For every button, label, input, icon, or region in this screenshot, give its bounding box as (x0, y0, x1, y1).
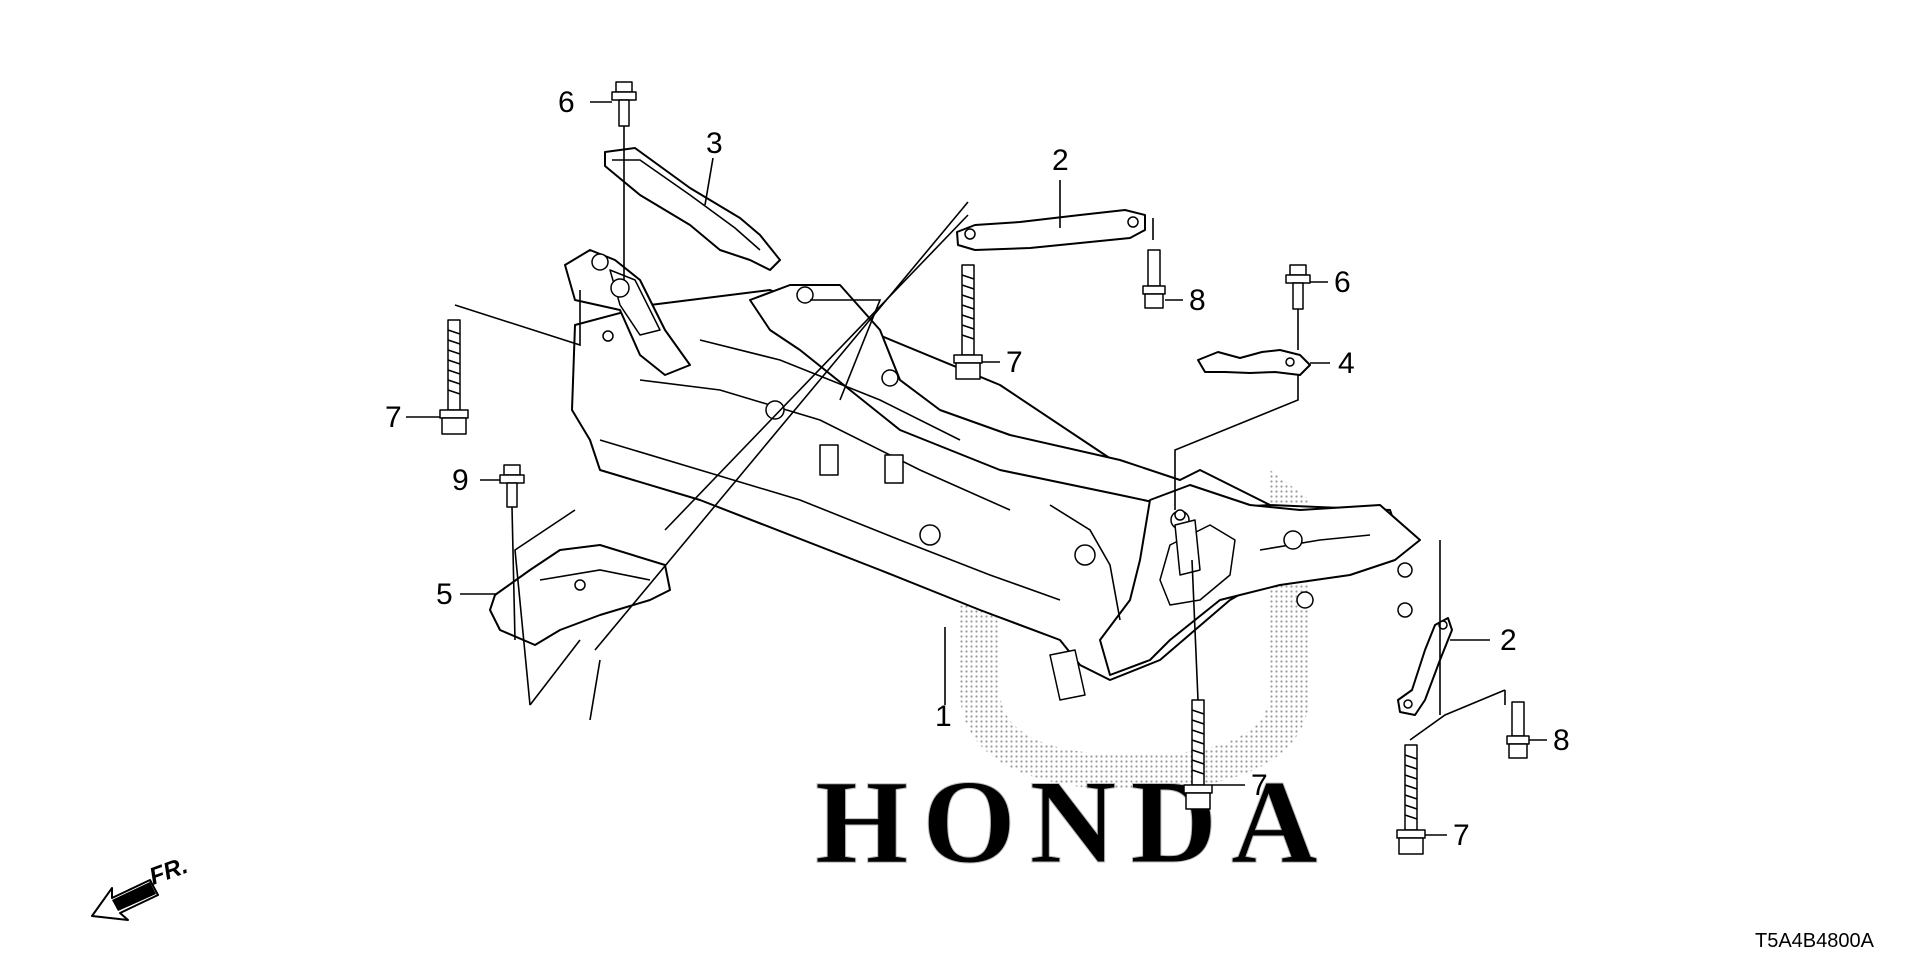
front-label: FR. (146, 852, 192, 891)
cover-part-5 (489, 544, 671, 646)
callout-5: 5 (436, 578, 453, 611)
callout-7-left: 7 (385, 401, 402, 434)
bolt-7-top (953, 264, 983, 380)
callout-9: 9 (452, 464, 469, 497)
bolt-7-right (1396, 744, 1426, 855)
bracket-part-4 (1197, 349, 1311, 376)
callout-6-right: 6 (1334, 266, 1351, 299)
bolt-9 (499, 464, 525, 508)
callout-7-top: 7 (1006, 346, 1023, 379)
callout-4: 4 (1338, 347, 1355, 380)
stiffener-part-2-upper (956, 209, 1146, 251)
stiffener-part-2-lower (1397, 617, 1453, 716)
honda-watermark: HONDA (815, 470, 1332, 889)
callout-8-right: 8 (1553, 724, 1570, 757)
bolt-7-left (439, 319, 469, 435)
callout-8-top: 8 (1189, 284, 1206, 317)
callout-6-left: 6 (558, 86, 575, 119)
callout-3: 3 (706, 127, 723, 160)
bolt-8-right (1506, 701, 1530, 759)
callout-7-center: 7 (1251, 769, 1268, 802)
bolt-6-left (611, 81, 637, 127)
leader-lines (406, 101, 1547, 836)
bolt-7-center (1183, 699, 1213, 810)
bolt-8-top (1142, 249, 1166, 309)
callout-2-right: 2 (1500, 624, 1517, 657)
diagram-code: T5A4B4800A (1755, 930, 1875, 952)
callout-2-top: 2 (1052, 144, 1069, 177)
bolt-6-right (1285, 264, 1311, 310)
callout-1: 1 (935, 700, 952, 733)
callout-7-right: 7 (1453, 819, 1470, 852)
front-indicator: FR. (91, 852, 192, 921)
honda-wordmark: HONDA (815, 755, 1332, 888)
bracket-part-3 (604, 147, 781, 271)
